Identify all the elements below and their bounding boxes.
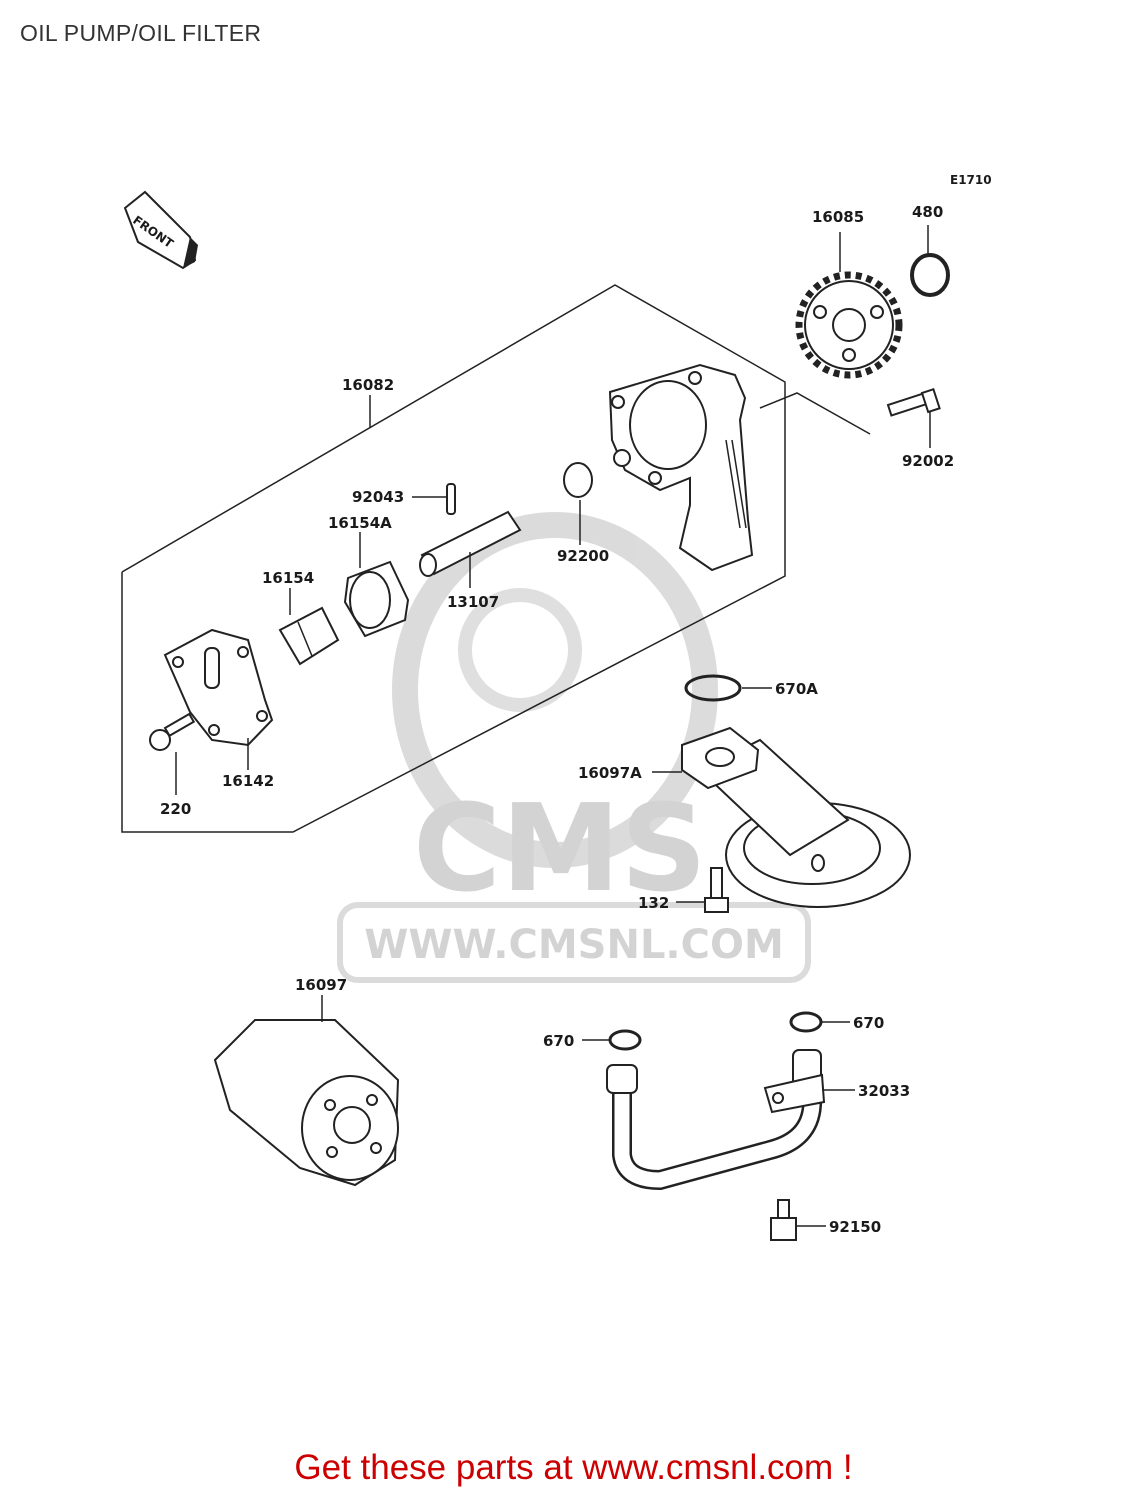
oil-filter-16097: [213, 1019, 400, 1187]
outer-rotor-16154A: [343, 560, 410, 638]
pin-92043: [446, 483, 456, 515]
pump-leader-92002: [759, 392, 871, 435]
diagram-code: E1710: [950, 173, 992, 187]
callout-670-right: 670: [853, 1014, 884, 1032]
screw-220: [149, 712, 196, 751]
cta-banner[interactable]: Get these parts at www.cmsnl.com !: [294, 1448, 853, 1487]
callout-16154A: 16154A: [328, 514, 392, 532]
bolt-92002: [886, 388, 941, 417]
callout-16082: 16082: [342, 376, 394, 394]
callout-16142: 16142: [222, 772, 274, 790]
watermark-url-text: WWW.CMSNL.COM: [364, 922, 784, 968]
inner-rotor-16154: [278, 606, 340, 666]
callout-92150: 92150: [829, 1218, 881, 1236]
callout-92200: 92200: [557, 547, 609, 565]
callout-480: 480: [912, 203, 943, 221]
callout-13107: 13107: [447, 593, 499, 611]
callout-220: 220: [160, 800, 191, 818]
bolt-132: [704, 867, 729, 913]
callout-16097: 16097: [295, 976, 347, 994]
callout-92002: 92002: [902, 452, 954, 470]
pump-shaft-13107: [419, 510, 522, 577]
callout-132: 132: [638, 894, 669, 912]
callout-670A: 670A: [775, 680, 818, 698]
o-ring-670-left: [608, 1029, 642, 1051]
oil-pump-body: [608, 363, 754, 572]
o-ring-670A: [684, 674, 742, 702]
page-title: OIL PUMP/OIL FILTER: [20, 20, 262, 46]
callout-32033: 32033: [858, 1082, 910, 1100]
oil-strainer-16097A: [681, 726, 911, 908]
circlip-480: [910, 253, 950, 297]
o-ring-670-right: [789, 1011, 823, 1033]
pump-cover-16142: [163, 628, 274, 747]
watermark-logo-text: CMS: [413, 780, 707, 919]
bolt-92150: [770, 1199, 797, 1241]
callout-670-left: 670: [543, 1032, 574, 1050]
callout-16097A: 16097A: [578, 764, 642, 782]
sprocket-gear-16085: [795, 271, 903, 379]
washer-92200: [563, 462, 593, 498]
oil-pump-assembly-outline: [121, 284, 786, 833]
front-arrow-icon: FRONT: [123, 190, 198, 270]
watermark: CMS WWW.CMSNL.COM: [337, 512, 811, 983]
callout-92043: 92043: [352, 488, 404, 506]
callout-16085: 16085: [812, 208, 864, 226]
oil-pipe-32033: [606, 1049, 826, 1191]
callout-16154: 16154: [262, 569, 314, 587]
